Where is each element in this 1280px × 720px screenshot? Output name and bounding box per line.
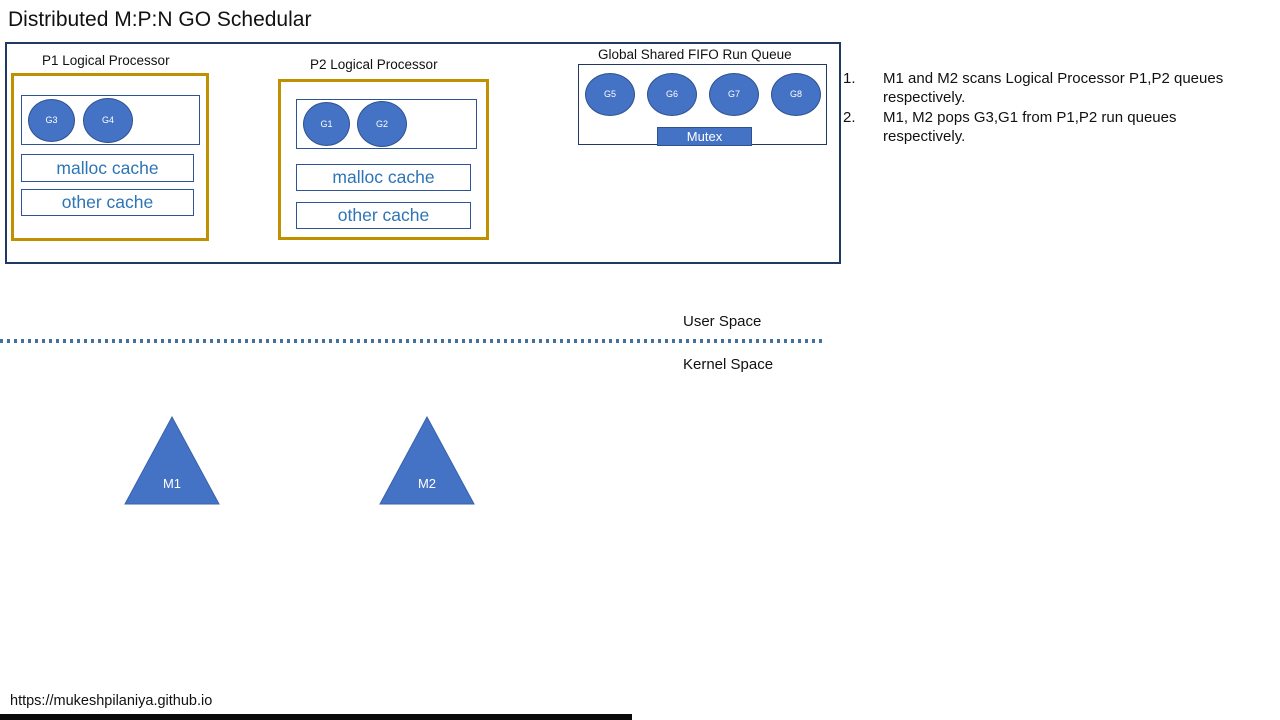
fifo-queue-box: G5 G6 G7 G8 Mutex [578, 64, 827, 146]
note-item-1: 1. M1 and M2 scans Logical Processor P1,… [843, 69, 1255, 107]
footer-url: https://mukeshpilaniya.github.io [10, 693, 213, 709]
goroutine-g1: G1 [303, 102, 350, 146]
note-number: 1. [843, 70, 856, 87]
note-text: M1, M2 pops G3,G1 from P1,P2 run queues … [883, 109, 1177, 145]
goroutine-g8: G8 [771, 72, 821, 116]
notes-list: 1. M1 and M2 scans Logical Processor P1,… [843, 69, 1255, 147]
fifo-label: Global Shared FIFO Run Queue [598, 47, 792, 62]
p2-malloc-cache: malloc cache [296, 164, 471, 191]
fifo-goroutines: G5 G6 G7 G8 [585, 72, 821, 116]
user-space-label: User Space [683, 313, 762, 330]
kernel-space-label: Kernel Space [683, 356, 774, 373]
goroutine-g5: G5 [585, 72, 635, 116]
note-text: M1 and M2 scans Logical Processor P1,P2 … [883, 70, 1224, 106]
goroutine-g2: G2 [357, 101, 407, 147]
p1-other-cache: other cache [21, 189, 194, 216]
p2-label: P2 Logical Processor [310, 57, 438, 72]
bottom-progress-bar [0, 714, 632, 720]
machine-m2-triangle: M2 [379, 416, 475, 505]
triangle-shape [124, 416, 220, 505]
p1-processor-box: G3 G4 malloc cache other cache [11, 73, 209, 241]
goroutine-g4: G4 [83, 97, 133, 143]
scheduler-container: P1 Logical Processor G3 G4 malloc cache … [5, 42, 841, 264]
machine-m2-label: M2 [417, 476, 437, 491]
machine-m1-triangle: M1 [124, 416, 220, 505]
p1-label: P1 Logical Processor [42, 53, 170, 68]
mutex-bar: Mutex [657, 127, 752, 146]
p2-run-queue: G1 G2 [296, 99, 477, 149]
triangle-shape [379, 416, 475, 505]
goroutine-g6: G6 [647, 72, 697, 116]
machine-m1-label: M1 [162, 476, 182, 491]
goroutine-g7: G7 [709, 72, 759, 116]
p1-run-queue: G3 G4 [21, 95, 200, 145]
goroutine-g3: G3 [28, 98, 75, 142]
note-number: 2. [843, 109, 856, 126]
space-divider-dotted-line [0, 339, 824, 343]
p2-other-cache: other cache [296, 202, 471, 229]
p2-processor-box: G1 G2 malloc cache other cache [278, 79, 489, 240]
p1-malloc-cache: malloc cache [21, 154, 194, 182]
page-title: Distributed M:P:N GO Schedular [8, 8, 312, 31]
note-item-2: 2. M1, M2 pops G3,G1 from P1,P2 run queu… [843, 108, 1255, 146]
